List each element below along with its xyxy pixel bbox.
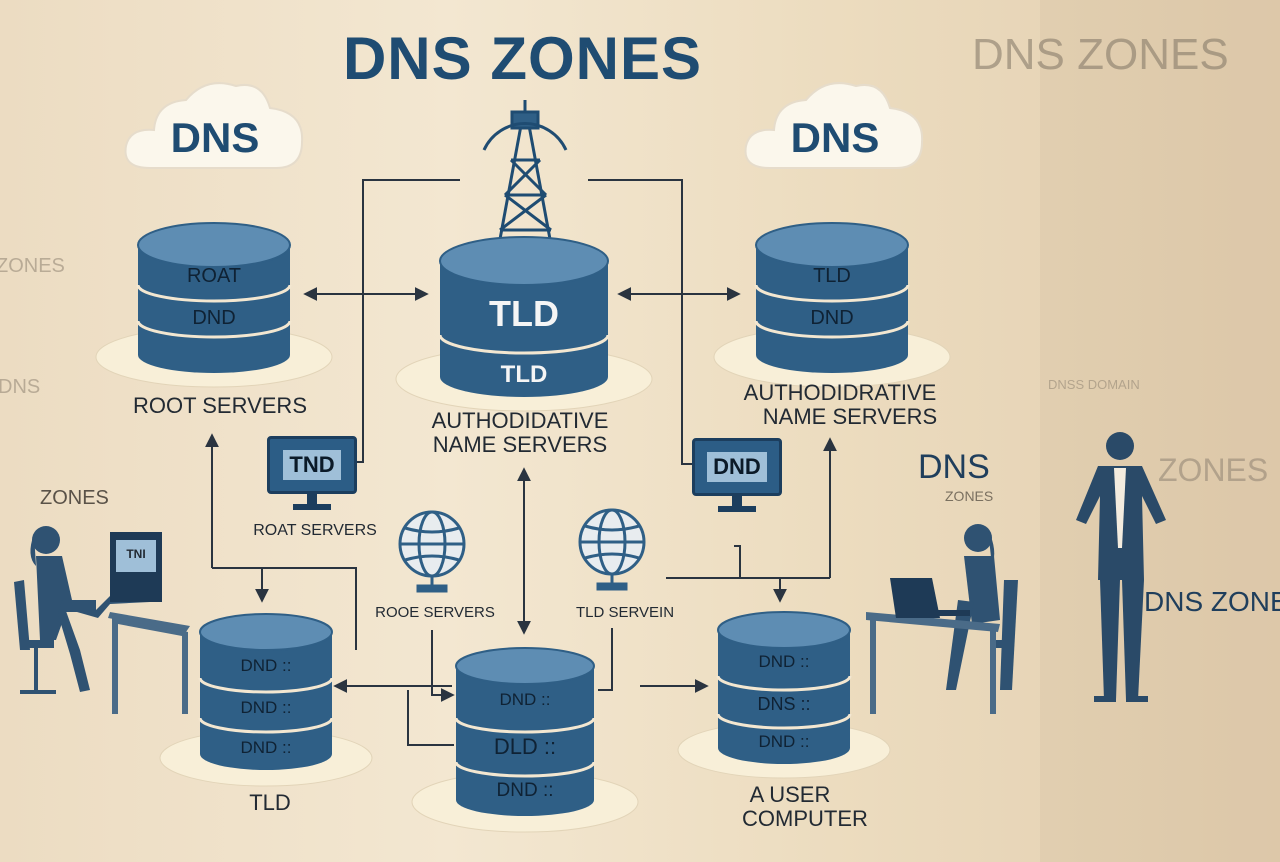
standing-man-icon — [1076, 432, 1166, 702]
bottom-left-caption: TLD — [249, 790, 291, 815]
monitor-dnd-label: DND — [707, 452, 767, 482]
cloud-dns-left: DNS — [120, 72, 310, 172]
bottom-center-disk-1-label: DND :: — [499, 690, 551, 709]
bottom-right-disk-1-label: DND :: — [758, 652, 810, 671]
tld-caption-line-2: NAME SERVERS — [432, 432, 608, 457]
root-server-stack: ROAT DND — [94, 205, 334, 390]
bottom-left-server-graphic — [159, 613, 373, 787]
page-title: DNS ZONES — [342, 25, 703, 92]
globe-right-label: TLD SERVEIN — [575, 604, 675, 621]
bottom-center-disk-3-label: DND :: — [496, 780, 554, 801]
bottom-left-disk-2-label: DND :: — [240, 698, 292, 717]
bottom-right-caption-line-2: COMPUTER — [742, 806, 868, 831]
bottom-right-disk-2-label: DNS :: — [757, 694, 811, 714]
connector-laptop-right — [734, 545, 741, 578]
bottom-right-caption-line-1: A USER — [749, 782, 831, 807]
bottom-right-server-stack: DND :: DNS :: DND :: — [676, 600, 892, 786]
auth-disk-2-label: DND — [810, 307, 854, 329]
connector-globe-right — [598, 628, 613, 691]
cloud-shape-right — [744, 82, 924, 169]
cloud-dns-right: DNS — [740, 72, 930, 172]
woman-monitor-label: TNI — [126, 547, 146, 561]
root-disk-2-label: DND — [192, 307, 236, 329]
connector-root-bottomleft — [212, 567, 357, 650]
bottom-center-server-stack: DND :: DLD :: DND :: — [410, 638, 640, 834]
auth-caption-line-2: NAME SERVERS — [762, 404, 938, 429]
root-server-graphic — [95, 222, 333, 388]
auth-disk-1-label: TLD — [813, 265, 851, 287]
bottom-center-disk-2-label: DLD :: — [493, 734, 557, 759]
authoritative-server-stack: TLD DND — [712, 205, 952, 390]
bottom-right-disk-3-label: DND :: — [758, 732, 810, 751]
ghost-dns-left: DNS — [0, 376, 41, 398]
cloud-label-right: DNS — [790, 114, 880, 161]
woman-with-laptop-right — [866, 524, 1018, 714]
ghost-zones-right: ZONES — [1158, 452, 1269, 488]
ghost-zones-left: ZONES — [0, 255, 65, 277]
monitor-icon-woman-left — [110, 532, 162, 602]
monitor-dnd: DND — [692, 438, 782, 516]
globe-left-label: ROOE SERVERS — [375, 604, 495, 621]
root-servers-caption: ROOT SERVERS — [132, 393, 307, 418]
tld-disk-2-label: TLD — [500, 361, 548, 388]
monitor-tnd-label: TND — [283, 450, 341, 480]
bottom-left-server-stack: DND :: DND :: DND :: — [158, 602, 374, 788]
connector-globe-left — [431, 630, 455, 702]
ghost-domain-right: DNSS DOMAIN — [1048, 377, 1140, 392]
bottom-center-server-graphic — [411, 647, 639, 833]
globe-icon-left — [398, 510, 466, 593]
connector-low-left — [407, 690, 454, 746]
bottom-left-disk-3-label: DND :: — [240, 738, 292, 757]
dns-zones-right-cut-label: DNS ZONE — [1144, 586, 1280, 617]
dns-right-label: DNS — [918, 448, 990, 486]
monitor-dnd-stand — [718, 496, 756, 512]
ghost-title-dns-zones: DNS ZONES — [972, 30, 1229, 79]
monitor-tnd-stand — [293, 494, 331, 510]
tld-caption-line-1: AUTHODIDATIVE — [431, 408, 609, 433]
auth-caption-line-1: AUTHODIDRATIVE — [743, 380, 937, 405]
authoritative-server-graphic — [713, 222, 951, 388]
root-disk-1-label: ROAT — [186, 265, 242, 287]
monitor-dnd-screen: DND — [692, 438, 782, 496]
zones-right-small-label: ZONES — [945, 488, 994, 504]
tld-server-graphic — [395, 236, 653, 412]
globe-icon-right — [578, 508, 646, 591]
monitor-tnd-screen: TND — [267, 436, 357, 494]
roat-servers-label: ROAT SERVERS — [253, 522, 377, 539]
bottom-left-disk-1-label: DND :: — [240, 656, 292, 675]
radio-tower-icon — [482, 100, 568, 251]
monitor-tnd: TND — [267, 436, 357, 514]
cloud-shape-left — [124, 82, 304, 169]
bottom-right-server-graphic — [677, 611, 891, 779]
connector-left-bracket — [355, 179, 460, 463]
zones-left-label: ZONES — [40, 487, 109, 509]
connector-right-bracket — [588, 179, 694, 465]
tld-server-stack: TLD TLD — [394, 225, 654, 415]
tld-disk-1-label: TLD — [489, 293, 559, 334]
cloud-label-left: DNS — [170, 114, 260, 161]
